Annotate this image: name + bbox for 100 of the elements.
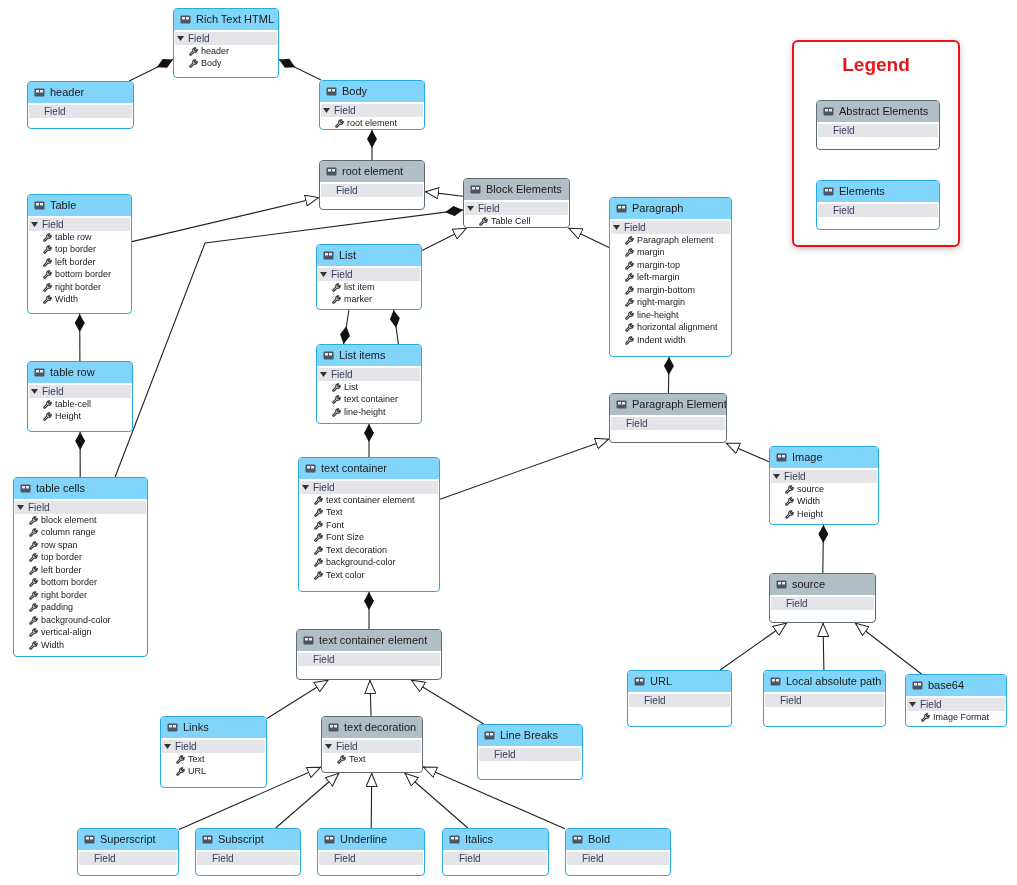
attribute-name: table row bbox=[55, 232, 92, 242]
inheritance-arrow bbox=[365, 772, 378, 829]
attribute-name: Height bbox=[55, 412, 81, 422]
attribute-name: Width bbox=[55, 295, 78, 305]
class-name: Abstract Elements bbox=[839, 104, 929, 120]
attribute-name: Width bbox=[797, 497, 820, 507]
class-box bbox=[319, 80, 425, 130]
attribute-name: row span bbox=[41, 540, 78, 550]
section-label: Field bbox=[334, 853, 356, 864]
class-name: Body bbox=[342, 84, 368, 100]
inheritance-arrow bbox=[567, 227, 610, 248]
section-label: Field bbox=[212, 853, 234, 864]
section-label: Field bbox=[331, 269, 353, 280]
section-label: Field bbox=[626, 418, 648, 429]
attribute-name: list item bbox=[344, 282, 375, 292]
attribute-name: marker bbox=[344, 295, 372, 305]
class-box bbox=[769, 446, 879, 525]
section-label: Field bbox=[336, 185, 358, 196]
section-label: Field bbox=[582, 853, 604, 864]
inheritance-arrow bbox=[131, 194, 320, 243]
attribute-name: right border bbox=[41, 590, 88, 600]
class-name: source bbox=[792, 577, 826, 593]
attribute-name: top border bbox=[41, 553, 83, 563]
class-box bbox=[905, 674, 1007, 727]
class-box bbox=[316, 344, 422, 424]
class-box bbox=[13, 477, 148, 657]
class-box bbox=[27, 361, 133, 432]
section-label: Field bbox=[478, 203, 500, 214]
attribute-name: block element bbox=[41, 515, 97, 525]
attribute-name: Indent width bbox=[637, 335, 686, 345]
attribute-name: Text decoration bbox=[326, 545, 388, 555]
class-name: Table bbox=[50, 198, 77, 214]
class-box bbox=[609, 197, 732, 357]
class-name: root element bbox=[342, 164, 404, 180]
section-label: Field bbox=[28, 502, 50, 513]
class-box bbox=[77, 828, 179, 876]
attribute-name: Text bbox=[188, 754, 205, 764]
section-label: Field bbox=[42, 386, 64, 397]
inheritance-arrow bbox=[424, 187, 464, 200]
attribute-name: URL bbox=[188, 767, 206, 777]
attribute-name: background-color bbox=[326, 558, 396, 568]
attribute-name: table-cell bbox=[55, 399, 92, 409]
section-label: Field bbox=[459, 853, 481, 864]
section-label: Field bbox=[833, 205, 855, 216]
class-box bbox=[321, 716, 423, 773]
class-box bbox=[160, 716, 267, 788]
section-label: Field bbox=[313, 654, 335, 665]
class-name: Paragraph Element bbox=[632, 397, 726, 413]
section-label: Field bbox=[920, 699, 942, 710]
attribute-name: left border bbox=[41, 565, 82, 575]
class-name: Image bbox=[792, 450, 823, 466]
inheritance-arrow bbox=[178, 766, 322, 831]
section-label: Field bbox=[644, 695, 666, 706]
attribute-name: right border bbox=[55, 282, 102, 292]
class-name: Links bbox=[183, 720, 209, 736]
section-label: Field bbox=[784, 471, 806, 482]
inheritance-arrow bbox=[422, 766, 566, 830]
composition-line bbox=[818, 524, 829, 574]
composition-line bbox=[389, 309, 400, 345]
section-label: Field bbox=[313, 482, 335, 493]
composition-line bbox=[278, 58, 322, 81]
attribute-name: left border bbox=[55, 257, 96, 267]
attribute-name: Width bbox=[41, 640, 64, 650]
attribute-name: Body bbox=[201, 59, 222, 69]
attribute-name: Height bbox=[797, 509, 823, 519]
attribute-name: horizontal alignment bbox=[637, 323, 718, 333]
attribute-name: text container bbox=[344, 395, 399, 405]
attribute-name: background-color bbox=[41, 615, 111, 625]
inheritance-arrow bbox=[410, 679, 485, 725]
class-name: Block Elements bbox=[486, 182, 562, 198]
attribute-name: root element bbox=[347, 118, 398, 128]
inheritance-arrow bbox=[275, 772, 340, 829]
class-box bbox=[296, 629, 442, 680]
section-label: Field bbox=[42, 219, 64, 230]
class-box bbox=[763, 670, 886, 727]
attribute-name: left-margin bbox=[637, 273, 680, 283]
inheritance-arrow bbox=[725, 442, 770, 463]
class-box bbox=[317, 828, 425, 876]
class-box bbox=[463, 178, 570, 228]
inheritance-arrow bbox=[404, 772, 469, 829]
attribute-name: header bbox=[201, 46, 230, 56]
class-box bbox=[27, 194, 132, 314]
attribute-name: margin-top bbox=[637, 260, 681, 270]
section-label: Field bbox=[336, 741, 358, 752]
section-label: Field bbox=[833, 125, 855, 136]
section-label: Field bbox=[94, 853, 116, 864]
class-name: text container element bbox=[319, 633, 428, 649]
class-name: Underline bbox=[340, 832, 388, 848]
section-label: Field bbox=[786, 598, 808, 609]
class-box bbox=[298, 457, 440, 592]
class-name: Paragraph bbox=[632, 201, 684, 217]
section-label: Field bbox=[494, 749, 516, 760]
class-name: Subscript bbox=[218, 832, 264, 848]
inheritance-arrow bbox=[266, 679, 329, 720]
composition-line bbox=[74, 313, 85, 362]
attribute-name: margin-bottom bbox=[637, 285, 696, 295]
section-label: Field bbox=[624, 222, 646, 233]
attribute-name: Text bbox=[349, 754, 366, 764]
section-label: Field bbox=[331, 369, 353, 380]
class-box bbox=[316, 244, 422, 310]
